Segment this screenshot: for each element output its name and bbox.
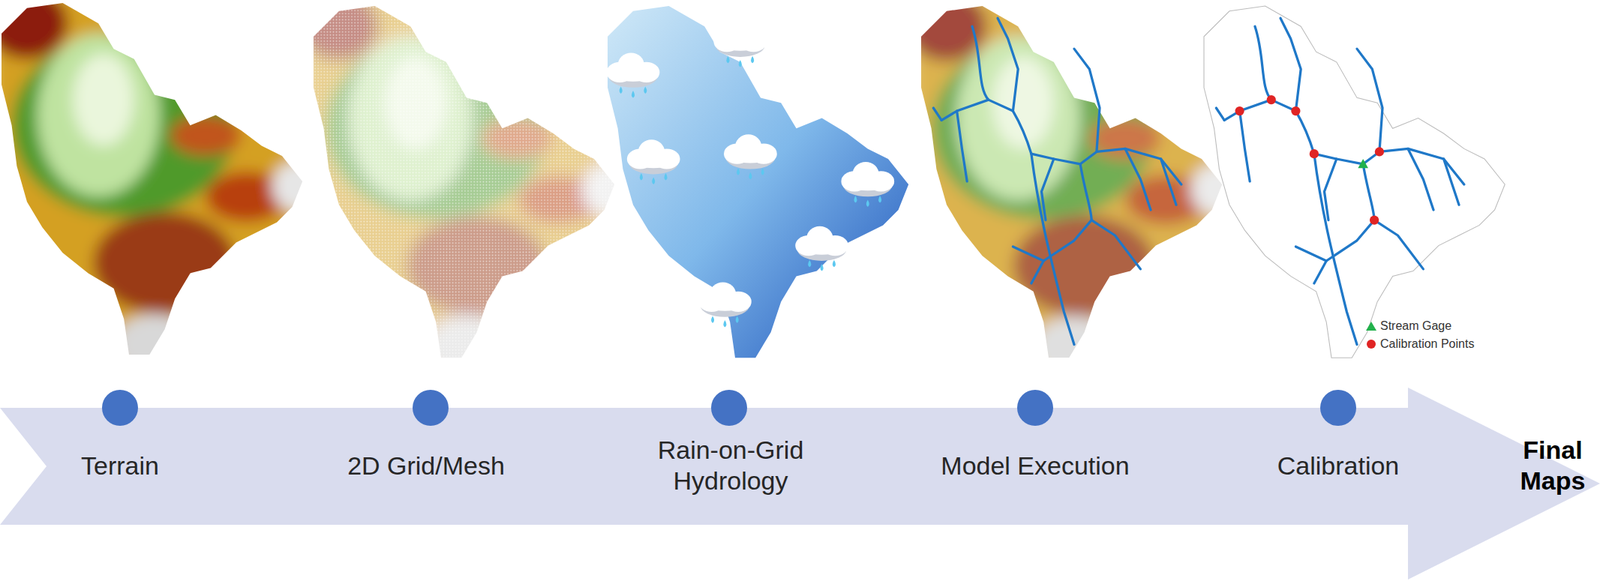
illustration-use	[0, 0, 323, 376]
arrow-body	[0, 387, 1600, 580]
illustration-path	[1357, 159, 1369, 169]
arrow-shape	[0, 387, 1600, 581]
illustration-g	[627, 139, 681, 185]
illustration-use	[607, 6, 909, 358]
illustration-circle	[1309, 149, 1319, 159]
illustration-g	[713, 22, 767, 68]
illustration-circle	[1266, 95, 1276, 105]
final-label: Final Maps	[1512, 435, 1594, 497]
illustration-circle	[1290, 106, 1300, 116]
stream-gage-marker	[1365, 321, 1377, 331]
illustration-use	[853, 195, 882, 208]
step-dot	[412, 390, 449, 427]
illustration-use	[906, 0, 1243, 379]
calibration-point-marker	[1366, 339, 1376, 349]
illustration-use	[840, 162, 895, 197]
illustration-use	[933, 18, 1181, 345]
legend-text: Calibration Points	[1380, 336, 1474, 352]
step-label: 2D Grid/Mesh	[347, 450, 505, 482]
step-label: Terrain	[81, 450, 160, 482]
illustration-g	[0, 0, 323, 376]
mesh-map	[298, 0, 636, 379]
illustration-use	[1215, 18, 1464, 345]
illustration-use	[795, 226, 849, 262]
illustration-use	[726, 56, 754, 68]
illustration-g	[840, 162, 895, 208]
illustration-use	[1203, 6, 1505, 358]
illustration-g	[795, 226, 849, 272]
illustration-use	[627, 139, 681, 175]
illustration-g	[606, 53, 661, 99]
illustration-g	[906, 0, 1243, 379]
illustration-use	[698, 282, 752, 318]
illustration-use	[807, 260, 836, 272]
illustration-g	[298, 0, 636, 379]
illustration-use	[298, 0, 636, 379]
illustration-use	[606, 53, 661, 88]
terrain-map	[0, 0, 323, 376]
step-dot	[1320, 390, 1357, 427]
rain-map	[606, 6, 910, 358]
illustration-g	[1234, 95, 1384, 226]
illustration-g	[313, 6, 620, 364]
process-arrow-band: Terrain 2D Grid/Mesh Rain-on-Grid Hydrolog…	[0, 387, 1600, 581]
model-result-map	[906, 0, 1243, 379]
illustration-use	[713, 22, 767, 58]
illustration-circle	[1369, 215, 1379, 225]
step-label: Model Execution	[940, 450, 1129, 482]
legend-text: Stream Gage	[1380, 318, 1452, 334]
illustration-use	[711, 315, 739, 328]
illustration-use	[619, 86, 648, 98]
illustration-circle	[1374, 147, 1384, 157]
illustration-rect	[313, 6, 620, 364]
illustration-g	[698, 282, 752, 328]
illustration-g	[298, 0, 636, 379]
calibration-map	[1203, 6, 1505, 358]
step-dot	[711, 390, 748, 427]
step-label: Rain-on-Grid Hydrology	[640, 435, 821, 497]
illustration-circle	[1234, 106, 1244, 116]
illustration-use	[723, 134, 778, 169]
step-dot	[102, 390, 139, 427]
illustration-g	[0, 0, 323, 376]
illustration-g	[906, 0, 1243, 379]
illustration-use	[639, 173, 668, 185]
illustration-g	[723, 134, 778, 180]
step-label: Calibration	[1277, 450, 1400, 482]
illustration-use	[736, 168, 765, 180]
step-dot	[1017, 390, 1054, 427]
